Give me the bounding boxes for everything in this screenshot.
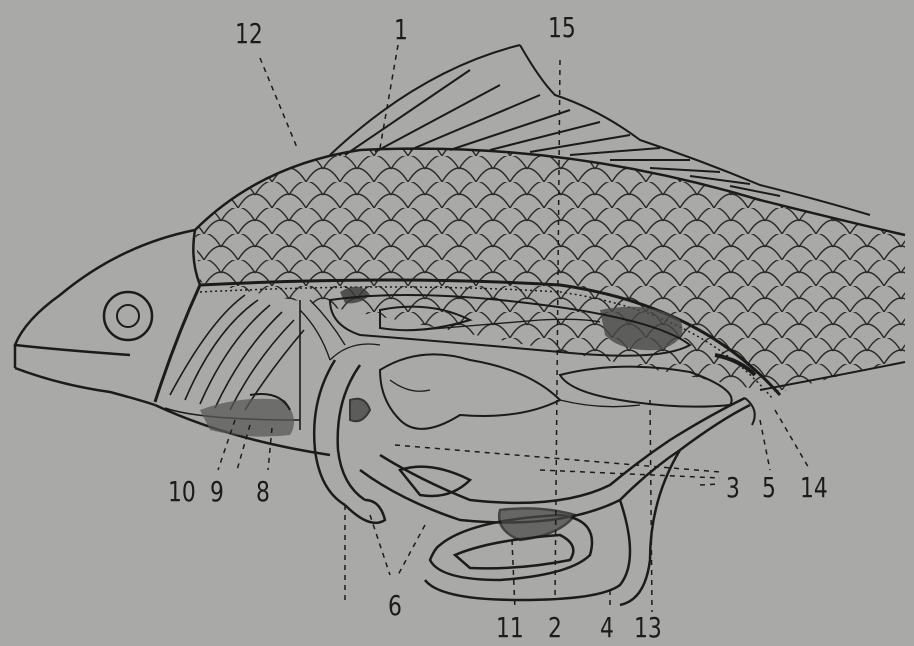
label-9: 9 <box>210 478 224 506</box>
label-13: 13 <box>634 614 662 642</box>
label-12: 12 <box>235 20 263 48</box>
label-15: 15 <box>548 14 576 42</box>
scaled-body <box>180 140 910 400</box>
label-8: 8 <box>256 478 270 506</box>
label-5: 5 <box>762 474 776 502</box>
label-11: 11 <box>496 614 524 642</box>
label-14: 14 <box>800 474 828 502</box>
label-1: 1 <box>394 16 408 44</box>
stomach <box>314 360 385 523</box>
label-3: 3 <box>726 474 740 502</box>
eye <box>104 292 152 340</box>
heart-region <box>200 394 294 437</box>
label-2: 2 <box>548 614 562 642</box>
vent <box>745 398 755 425</box>
label-10: 10 <box>168 478 196 506</box>
label-4: 4 <box>600 614 614 642</box>
liver <box>350 354 560 429</box>
label-6: 6 <box>388 592 402 620</box>
